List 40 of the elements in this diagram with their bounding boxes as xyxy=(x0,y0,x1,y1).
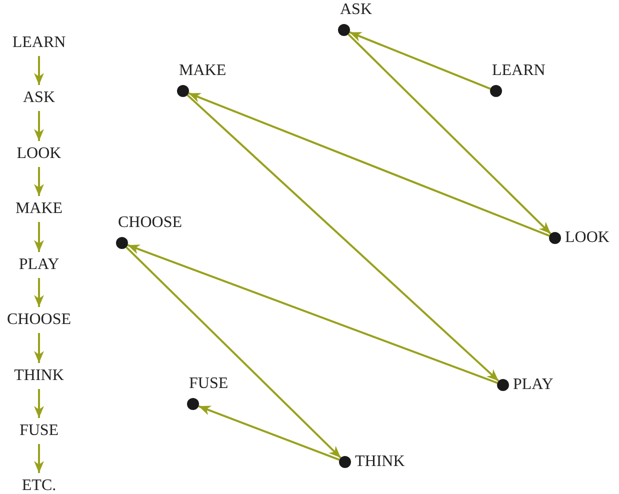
arrow xyxy=(198,405,340,461)
step-label: PLAY xyxy=(513,376,554,394)
arrow xyxy=(34,278,44,307)
step-label: MAKE xyxy=(179,62,226,80)
dot-marker xyxy=(116,237,128,249)
step-label: CHOOSE xyxy=(7,311,71,329)
step-label: ASK xyxy=(340,1,372,19)
arrow xyxy=(34,444,44,473)
arrow xyxy=(349,31,491,90)
step-label: ETC. xyxy=(22,477,56,494)
step-label: ASK xyxy=(23,89,55,107)
dot-marker xyxy=(497,379,509,391)
dot-marker xyxy=(177,85,189,97)
step-label: LOOK xyxy=(16,145,62,163)
dot-marker xyxy=(338,24,350,36)
step-label: LEARN xyxy=(12,34,66,52)
arrow xyxy=(34,111,44,141)
step-label: LEARN xyxy=(492,62,546,80)
arrow xyxy=(188,92,550,237)
arrow xyxy=(34,389,44,418)
dot-marker xyxy=(187,398,199,410)
step-label: FUSE xyxy=(189,375,228,393)
arrow xyxy=(186,94,500,382)
step-label: CHOOSE xyxy=(118,214,182,232)
arrow xyxy=(127,244,498,384)
arrow xyxy=(34,167,44,196)
arrow xyxy=(34,222,44,252)
arrow xyxy=(126,246,342,458)
arrow xyxy=(348,34,552,234)
step-label: MAKE xyxy=(15,200,63,218)
dot-marker xyxy=(339,456,351,468)
step-label: THINK xyxy=(355,453,405,471)
step-label: PLAY xyxy=(18,256,60,274)
dot-marker xyxy=(490,85,502,97)
arrow xyxy=(34,333,44,363)
step-label: LOOK xyxy=(565,229,610,247)
step-label: FUSE xyxy=(19,422,59,440)
dot-marker xyxy=(549,232,561,244)
arrow xyxy=(34,56,44,85)
step-label: THINK xyxy=(14,367,64,385)
